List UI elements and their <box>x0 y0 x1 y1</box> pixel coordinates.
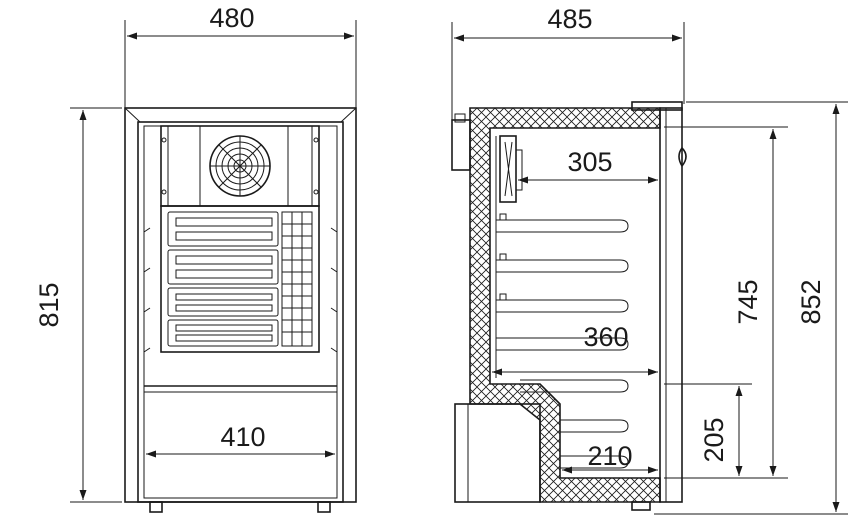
shelf-depth-label: 360 <box>583 322 628 352</box>
side-view: 485 <box>451 4 848 515</box>
side-fan-unit <box>499 135 523 203</box>
shelf-clips <box>143 227 338 353</box>
side-inner-height-label: 745 <box>733 279 763 324</box>
evaporator-panel <box>160 205 320 353</box>
shelves <box>496 213 629 469</box>
side-depth-label: 485 <box>547 4 592 34</box>
door-frame <box>137 121 344 503</box>
bottom-shelf-depth-label: 210 <box>587 441 632 471</box>
front-inner-width-label: 410 <box>220 422 265 452</box>
front-width-label: 480 <box>209 3 254 33</box>
evaporator-coils <box>167 211 313 347</box>
top-shelf-depth-label: 305 <box>567 147 612 177</box>
side-height-label: 852 <box>796 279 826 324</box>
fan-icon <box>209 135 271 197</box>
bottom-compartment-height-label: 205 <box>699 417 729 462</box>
front-right-foot <box>317 501 331 513</box>
front-view: 480 815 <box>34 3 357 513</box>
front-left-foot <box>149 501 163 513</box>
compressor-compartment <box>454 403 541 503</box>
side-door <box>631 101 687 511</box>
front-height-label: 815 <box>34 282 64 327</box>
rear-connector <box>451 113 471 171</box>
